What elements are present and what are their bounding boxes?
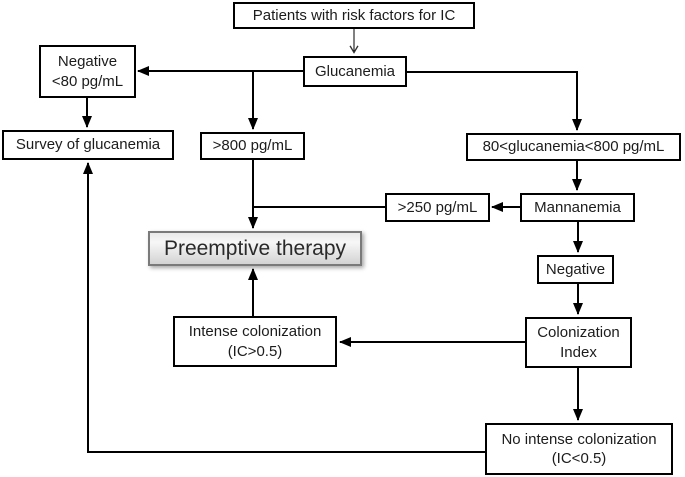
- node-glucanemia: Glucanemia: [303, 56, 407, 87]
- node-patients-risk-factors: Patients with risk factors for IC: [233, 2, 475, 29]
- node-preemptive-therapy: Preemptive therapy: [148, 231, 362, 266]
- node-above-250: >250 pg/mL: [385, 193, 490, 222]
- node-no-intense-colonization: No intense colonization (IC<0.5): [485, 423, 673, 475]
- node-glucanemia-range-80-800: 80<glucanemia<800 pg/mL: [466, 133, 681, 161]
- arrow-nointense-to-survey: [83, 162, 485, 453]
- arrow-glucanemia-to-range: [405, 71, 582, 131]
- node-survey-of-glucanemia: Survey of glucanemia: [2, 130, 174, 160]
- node-negative-mannanemia: Negative: [537, 255, 614, 284]
- node-above-800: >800 pg/mL: [200, 132, 305, 160]
- node-colonization-index: Colonization Index: [525, 317, 632, 368]
- node-mannanemia: Mannanemia: [520, 193, 635, 222]
- node-negative-below-80: Negative <80 pg/mL: [39, 45, 136, 98]
- node-intense-colonization: Intense colonization (IC>0.5): [173, 316, 337, 367]
